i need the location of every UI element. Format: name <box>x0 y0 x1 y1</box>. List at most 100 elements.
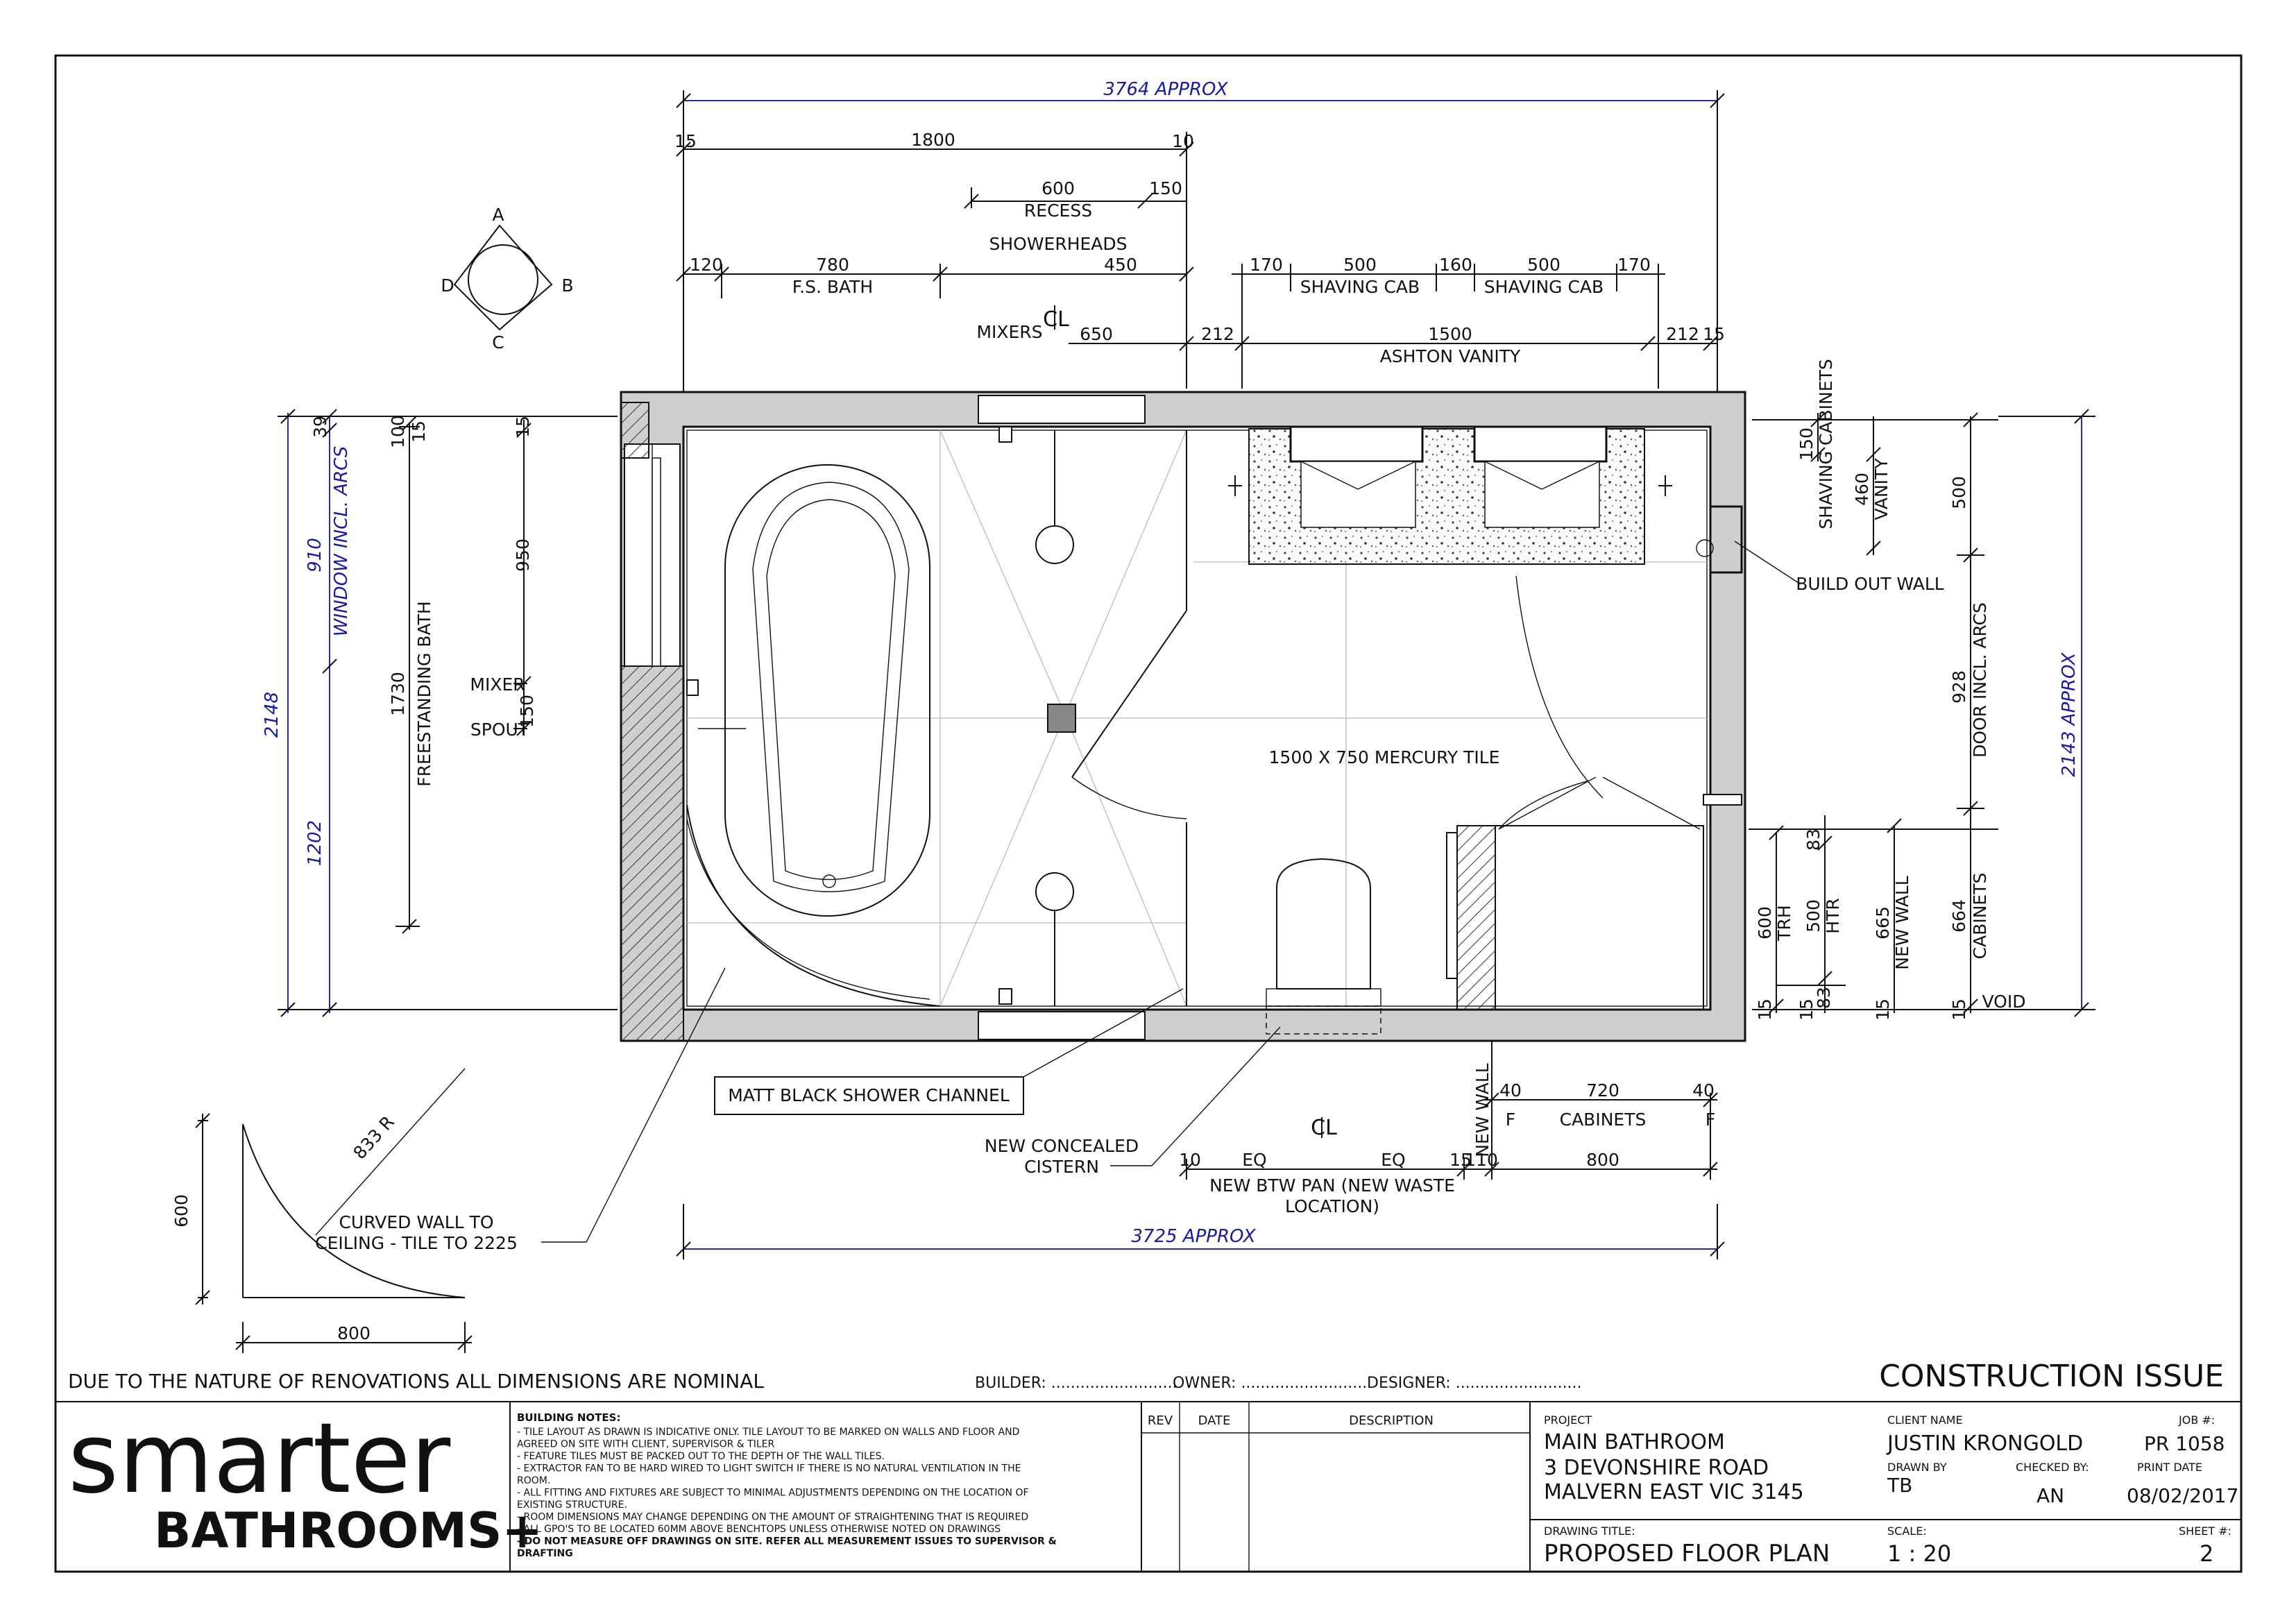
cabinets-right-label: CABINETS <box>1970 873 1990 960</box>
dim-600: 600 <box>1041 178 1075 198</box>
toilet <box>1266 858 1381 1035</box>
fixing-b: F <box>1706 1110 1715 1130</box>
door-arcs-label: DOOR INCL. ARCS <box>1970 602 1990 758</box>
overall-height-right: 2143 APPROX <box>2059 652 2080 776</box>
bottom-dim-labels: 40 720 40 CABINETS NEW WALL F F 10 CL EQ… <box>1131 1063 1715 1247</box>
compass-b: B <box>561 275 573 296</box>
fixing-a: F <box>1506 1110 1515 1130</box>
shower-channel-label: MATT BLACK SHOWER CHANNEL <box>728 1085 1010 1105</box>
building-note-line: - TILE LAYOUT AS DRAWN IS INDICATIVE ONL… <box>517 1427 1019 1438</box>
showerhead-bottom <box>998 872 1074 1006</box>
showerhead-top <box>998 426 1074 564</box>
dim-500b: 500 <box>1527 255 1561 275</box>
floor-drain <box>1047 704 1076 733</box>
callouts: MATT BLACK SHOWER CHANNEL NEW CONCEALED … <box>171 747 1499 1353</box>
dim-15-htr: 15 <box>1796 999 1817 1021</box>
building-note-line: - ALL FITTING AND FIXTURES ARE SUBJECT T… <box>517 1488 1029 1499</box>
dim-500a: 500 <box>1343 255 1377 275</box>
dim-1730: 1730 <box>388 672 408 716</box>
client-name: JUSTIN KRONGOLD <box>1886 1431 2083 1456</box>
feature-wall-hatch <box>620 665 684 1042</box>
dim-1800: 1800 <box>911 130 955 150</box>
eq-b: EQ <box>1381 1150 1405 1170</box>
print-date-label: PRINT DATE <box>2137 1461 2202 1474</box>
project-label: PROJECT <box>1544 1413 1592 1427</box>
door-swing <box>1515 575 1604 799</box>
dim-15: 15 <box>674 131 697 151</box>
dim-910: 910 <box>305 538 325 572</box>
logo-bathrooms: BATHROOMS+ <box>154 1502 543 1559</box>
shower-channel-callout-box <box>714 1076 1024 1115</box>
btw-pan-label-1: NEW BTW PAN (NEW WASTE <box>1209 1175 1455 1196</box>
dim-212a: 212 <box>1201 324 1234 344</box>
compass-c: C <box>492 332 504 352</box>
elevation-compass: A B C D <box>441 205 573 352</box>
print-date: 08/02/2017 <box>2127 1484 2238 1507</box>
owner-field: OWNER: .......................... <box>1173 1375 1367 1392</box>
drawing-title-label: DRAWING TITLE: <box>1544 1524 1635 1538</box>
dim-1500: 1500 <box>1428 324 1472 344</box>
window-top <box>978 395 1146 424</box>
compass-a: A <box>492 205 504 225</box>
project-line-3: MALVERN EAST VIC 3145 <box>1544 1480 1804 1504</box>
void-label: VOID <box>1982 992 2026 1012</box>
project-line-1: MAIN BATHROOM <box>1544 1430 1725 1454</box>
curved-wall-detail <box>242 1123 466 1298</box>
nominal-dimensions-note: DUE TO THE NATURE OF RENOVATIONS ALL DIM… <box>68 1370 764 1393</box>
dim-650: 650 <box>1080 324 1113 344</box>
dim-40b: 40 <box>1692 1080 1715 1101</box>
dim-15-bottom: 15 <box>1449 1150 1472 1170</box>
trh-label: TRH <box>1774 905 1794 941</box>
centre-mark-top: CL <box>1043 307 1069 332</box>
checked-by: AN <box>2036 1484 2064 1507</box>
checked-by-label: CHECKED BY: <box>2016 1461 2089 1474</box>
dim-15b: 15 <box>1703 324 1725 344</box>
rev-header: REV <box>1148 1413 1173 1428</box>
curved-wall-label-2: CEILING - TILE TO 2225 <box>315 1233 518 1253</box>
building-note-line: AGREED ON SITE WITH CLIENT, SUPERVISOR &… <box>517 1439 774 1450</box>
top-dimensions <box>676 90 1725 392</box>
tile-label: 1500 X 750 MERCURY TILE <box>1269 747 1500 767</box>
building-note-line: ROOM. <box>517 1475 550 1486</box>
dim-150-right: 150 <box>1796 427 1817 461</box>
description-header: DESCRIPTION <box>1349 1413 1434 1428</box>
construction-issue: CONSTRUCTION ISSUE <box>1879 1359 2224 1394</box>
room-plan <box>620 391 1746 1042</box>
curve-radius: 833 R <box>349 1112 398 1163</box>
dim-15-newwall: 15 <box>1873 999 1893 1021</box>
building-note-line: DRAFTING <box>517 1548 573 1559</box>
sheet-number: 2 <box>2200 1540 2213 1567</box>
dim-928: 928 <box>1949 670 1969 704</box>
mixers-label: MIXERS <box>976 322 1042 342</box>
job-label: JOB #: <box>2178 1413 2215 1427</box>
dim-600-trh: 600 <box>1755 906 1775 940</box>
opening-bottom <box>978 1011 1146 1040</box>
build-out-wall-label: BUILD OUT WALL <box>1796 574 1944 594</box>
dim-500-htr: 500 <box>1803 899 1823 933</box>
dim-212b: 212 <box>1666 324 1699 344</box>
dim-720: 720 <box>1586 1080 1619 1101</box>
dim-40a: 40 <box>1499 1080 1522 1101</box>
top-dim-labels: 3764 APPROX 15 1800 10 600 150 RECESS SH… <box>674 79 1725 366</box>
building-note-line: EXISTING STRUCTURE. <box>517 1499 627 1511</box>
dim-150: 150 <box>1149 178 1182 198</box>
sheet-label: SHEET #: <box>2179 1524 2231 1538</box>
shaving-cabinets-label: SHAVING CABINETS <box>1816 359 1836 529</box>
building-notes-lines: - TILE LAYOUT AS DRAWN IS INDICATIVE ONL… <box>517 1427 1057 1559</box>
dim-15-trh: 15 <box>1755 999 1775 1021</box>
drawn-by: TB <box>1887 1474 1912 1497</box>
dim-120: 120 <box>690 255 723 275</box>
dim-800-bottom: 800 <box>1586 1150 1619 1170</box>
ashton-vanity-label: ASHTON VANITY <box>1380 346 1521 366</box>
building-note-line: - EXTRACTOR FAN TO BE HARD WIRED TO LIGH… <box>517 1463 1021 1475</box>
left-dimensions <box>278 409 618 1017</box>
scale-label: SCALE: <box>1887 1524 1927 1538</box>
job-number: PR 1058 <box>2144 1432 2225 1455</box>
concealed-cistern-label-1: NEW CONCEALED <box>985 1136 1139 1156</box>
centre-mark-bottom: CL <box>1311 1116 1337 1140</box>
eq-a: EQ <box>1242 1150 1266 1170</box>
spout-label: SPOUT <box>470 720 529 740</box>
freestanding-bath-label: FREESTANDING BATH <box>414 601 434 786</box>
curved-wall <box>686 804 941 1007</box>
